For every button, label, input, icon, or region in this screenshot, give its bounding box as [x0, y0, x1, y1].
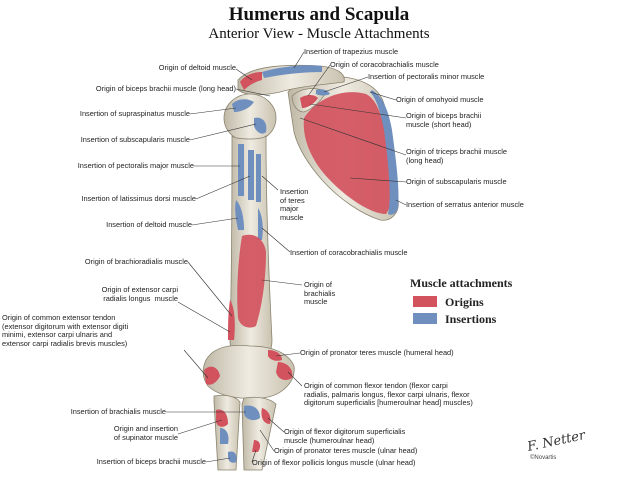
brachioradialis-origin	[228, 300, 235, 340]
flexor-pollicis-origin	[252, 440, 261, 452]
diagram-subtitle: Anterior View - Muscle Attachments	[208, 26, 430, 42]
label-subscapularis-insertion: Insertion of subscapularis muscle	[80, 135, 190, 144]
label-supraspinatus-insertion: Insertion of supraspinatus muscle	[79, 109, 190, 118]
label-trapezius-insertion: Insertion of trapezius muscle	[304, 47, 399, 56]
legend-swatch-insertions	[413, 313, 437, 324]
label-supinator-attachment: Origin and insertion of supinator muscle	[113, 424, 178, 442]
label-teres-major-insertion: Insertion of teres major muscle	[280, 187, 309, 222]
label-deltoid-insertion: Insertion of deltoid muscle	[106, 220, 192, 229]
label-biceps-insertion: Insertion of biceps brachii muscle	[96, 457, 206, 466]
trapezius-insertion	[262, 65, 322, 78]
pectoralis-major-insertion	[238, 144, 244, 196]
label-latissimus-insertion: Insertion of latissimus dorsi muscle	[81, 194, 196, 203]
label-omohyoid-origin: Origin of omohyoid muscle	[396, 95, 484, 104]
label-biceps-long-head-origin: Origin of biceps brachii muscle (long he…	[95, 84, 236, 93]
label-common-flexor-origin: Origin of common flexor tendon (flexor c…	[304, 381, 473, 408]
common-flexor-origin	[276, 362, 293, 380]
scapula-subscapularis-origin	[303, 92, 392, 214]
label-flexor-digitorum-origin: Origin of flexor digitorum superficialis…	[284, 427, 406, 445]
label-pectoralis-minor-insertion: Insertion of pectoralis minor muscle	[368, 72, 485, 81]
latissimus-insertion	[248, 150, 254, 200]
copyright-credit: ©Novartis	[530, 455, 557, 461]
leader-lines	[166, 51, 407, 463]
label-coracobrachialis-insertion: Insertion of coracobrachialis muscle	[290, 248, 408, 257]
teres-major-insertion	[256, 154, 261, 202]
label-triceps-long-head-origin: Origin of triceps brachii muscle (long h…	[406, 147, 508, 165]
label-pronator-teres-ulnar-origin: Origin of pronator teres muscle (ulnar h…	[274, 446, 418, 455]
biceps-insertion	[228, 451, 237, 463]
deltoid-insertion	[235, 200, 244, 230]
common-extensor-origin	[204, 366, 220, 385]
label-serratus-insertion: Insertion of serratus anterior muscle	[406, 200, 524, 209]
legend-swatch-origins	[413, 296, 437, 307]
label-flexor-pollicis-origin: Origin of flexor pollicis longus muscle …	[252, 458, 416, 467]
serratus-insertion	[370, 90, 399, 215]
label-extensor-carpi-radialis-origin: Origin of extensor carpi radialis longus…	[101, 285, 178, 303]
supinator-attachment	[216, 409, 228, 427]
brachialis-origin	[237, 234, 266, 328]
coracobrachialis-insertion	[258, 208, 263, 240]
label-brachialis-insertion: Insertion of brachialis muscle	[70, 407, 166, 416]
label-deltoid-origin: Origin of deltoid muscle	[158, 63, 236, 72]
legend-label-origins: Origins	[445, 295, 484, 309]
pronator-teres-humeral-origin	[268, 350, 282, 361]
label-coracobrachialis-origin: Origin of coracobrachialis muscle	[330, 60, 439, 69]
label-pronator-teres-humeral-origin: Origin of pronator teres muscle (humeral…	[300, 348, 454, 357]
subscapularis-insertion	[254, 117, 267, 134]
legend-label-insertions: Insertions	[445, 312, 497, 326]
coracoid-origin	[300, 95, 318, 108]
legend-title: Muscle attachments	[410, 276, 513, 290]
deltoid-origin	[240, 72, 262, 90]
label-biceps-short-head-origin: Origin of biceps brachii muscle (short h…	[406, 111, 482, 129]
supinator-insertion	[220, 428, 229, 444]
pectoralis-minor-insertion	[316, 89, 330, 96]
label-subscapularis-origin: Origin of subscapularis muscle	[406, 177, 507, 186]
label-brachioradialis-origin: Origin of brachioradialis muscle	[84, 257, 188, 266]
diagram-title: Humerus and Scapula	[228, 4, 410, 25]
supraspinatus-insertion	[232, 99, 254, 112]
flexor-digitorum-origin	[261, 408, 271, 424]
label-pectoralis-major-insertion: Insertion of pectoralis major muscle	[77, 161, 194, 170]
label-brachialis-origin: Origin of brachialis muscle	[304, 280, 336, 307]
brachialis-insertion	[244, 405, 260, 421]
label-common-extensor-origin: Origin of common extensor tendon (extens…	[2, 313, 129, 348]
